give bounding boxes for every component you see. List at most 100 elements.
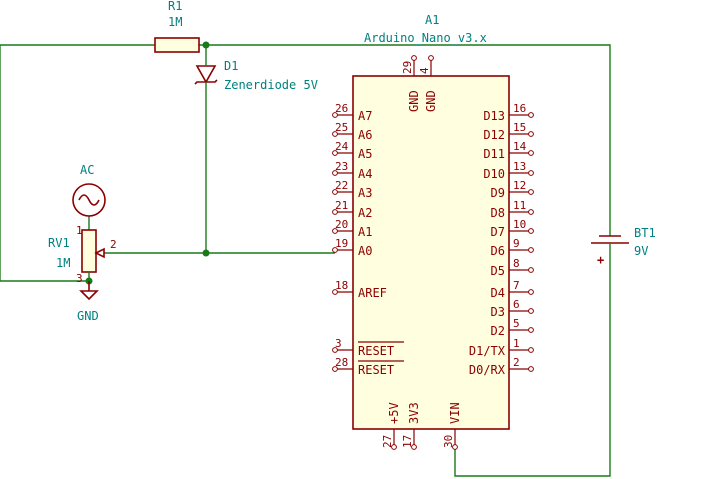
pin-end xyxy=(332,131,338,137)
pin-end xyxy=(332,228,338,234)
pin-number: 9 xyxy=(513,237,520,250)
pin-end xyxy=(528,209,534,215)
pin-end xyxy=(332,209,338,215)
wires xyxy=(0,44,611,477)
pin-name: D7 xyxy=(491,225,505,239)
pin-end xyxy=(528,308,534,314)
wire-vin-to-battery xyxy=(454,250,611,477)
wire-r1-to-battery xyxy=(199,44,611,236)
pin-end xyxy=(332,347,338,353)
pin-end xyxy=(528,327,534,333)
pin-name: D10 xyxy=(483,167,505,181)
pin-number: 12 xyxy=(513,179,526,192)
pin-name: A4 xyxy=(358,167,372,181)
pin-number: 19 xyxy=(335,237,348,250)
r1-ref: R1 xyxy=(168,0,182,13)
junction-a0 xyxy=(202,249,210,257)
pin-number: 13 xyxy=(513,160,526,173)
pin-end xyxy=(452,444,458,450)
pin-name: A3 xyxy=(358,186,372,200)
pin-name: VIN xyxy=(448,402,462,424)
pin-number: 25 xyxy=(335,121,348,134)
resistor-r1[interactable]: R1 1M xyxy=(154,0,200,53)
pin-name: RESET xyxy=(358,363,394,377)
pin-number: 5 xyxy=(513,317,520,330)
pin-name: A1 xyxy=(358,225,372,239)
rv1-ref: RV1 xyxy=(48,236,70,250)
pin-end xyxy=(411,444,417,450)
pin-end xyxy=(528,131,534,137)
pin-number: 15 xyxy=(513,121,526,134)
pin-number: 7 xyxy=(513,279,520,292)
pin-end xyxy=(528,189,534,195)
pin-name: A0 xyxy=(358,244,372,258)
pin-end xyxy=(528,267,534,273)
pin-end xyxy=(428,55,434,61)
r1-value: 1M xyxy=(168,15,182,29)
pin-end xyxy=(528,170,534,176)
pin-name: A5 xyxy=(358,147,372,161)
arduino-a1[interactable]: A1 Arduino_Nano_v3.x 26A725A624A523A422A… xyxy=(332,13,534,450)
a1-ref: A1 xyxy=(425,13,439,27)
pin-number: 2 xyxy=(513,356,520,369)
pin-end xyxy=(391,444,397,450)
pin-end xyxy=(332,170,338,176)
junction-r1-right xyxy=(202,41,210,49)
pin-name: A7 xyxy=(358,109,372,123)
d1-ref: D1 xyxy=(224,59,238,73)
pin-end xyxy=(528,112,534,118)
pin-end xyxy=(528,366,534,372)
rv1-pin2: 2 xyxy=(110,238,117,251)
zener-diode-d1[interactable]: D1 Zenerdiode 5V xyxy=(194,59,318,92)
pin-end xyxy=(332,366,338,372)
rv1-pin3: 3 xyxy=(76,272,83,285)
pin-name: A2 xyxy=(358,206,372,220)
pin-number: 3 xyxy=(335,337,342,350)
pin-name: D1/TX xyxy=(469,344,506,358)
pin-number: 17 xyxy=(401,435,414,448)
potentiometer-rv1[interactable]: RV1 1M 1 2 3 xyxy=(48,224,117,285)
d1-value: Zenerdiode 5V xyxy=(224,78,318,92)
pin-end xyxy=(332,150,338,156)
battery-bt1[interactable]: + BT1 9V xyxy=(591,226,656,267)
pin-number: 22 xyxy=(335,179,348,192)
a1-pins: 26A725A624A523A422A321A220A119A018AREF3R… xyxy=(332,55,534,450)
pin-number: 27 xyxy=(381,435,394,448)
a1-value: Arduino_Nano_v3.x xyxy=(364,31,487,45)
ac-circle xyxy=(72,183,106,217)
pin-name: A6 xyxy=(358,128,372,142)
pin-number: 4 xyxy=(418,67,431,74)
pin-name: D5 xyxy=(491,264,505,278)
ac-source[interactable]: AC xyxy=(72,163,106,217)
pin-name: D3 xyxy=(491,305,505,319)
pin-number: 10 xyxy=(513,218,526,231)
gnd-symbol[interactable]: GND xyxy=(77,281,99,323)
pin-number: 24 xyxy=(335,140,349,153)
pin-name: GND xyxy=(424,90,438,112)
bt1-value: 9V xyxy=(634,244,648,258)
pin-end xyxy=(528,347,534,353)
junctions xyxy=(85,41,210,285)
pin-number: 18 xyxy=(335,279,348,292)
pin-name: D8 xyxy=(491,206,505,220)
pin-number: 21 xyxy=(335,199,348,212)
rv1-wiper-arrow xyxy=(94,247,105,259)
pin-name: GND xyxy=(407,90,421,112)
pin-end xyxy=(528,289,534,295)
pin-number: 26 xyxy=(335,102,348,115)
pin-end xyxy=(528,150,534,156)
pin-number: 14 xyxy=(513,140,527,153)
pin-number: 16 xyxy=(513,102,526,115)
r1-body xyxy=(154,37,200,53)
pin-name: D9 xyxy=(491,186,505,200)
bt1-ref: BT1 xyxy=(634,226,656,240)
pin-number: 23 xyxy=(335,160,348,173)
a1-body xyxy=(352,75,510,430)
ac-value: AC xyxy=(80,163,94,177)
bt1-plus: + xyxy=(597,253,604,267)
pin-end xyxy=(411,55,417,61)
pin-number: 6 xyxy=(513,298,520,311)
pin-end xyxy=(332,289,338,295)
pin-number: 29 xyxy=(401,61,414,74)
